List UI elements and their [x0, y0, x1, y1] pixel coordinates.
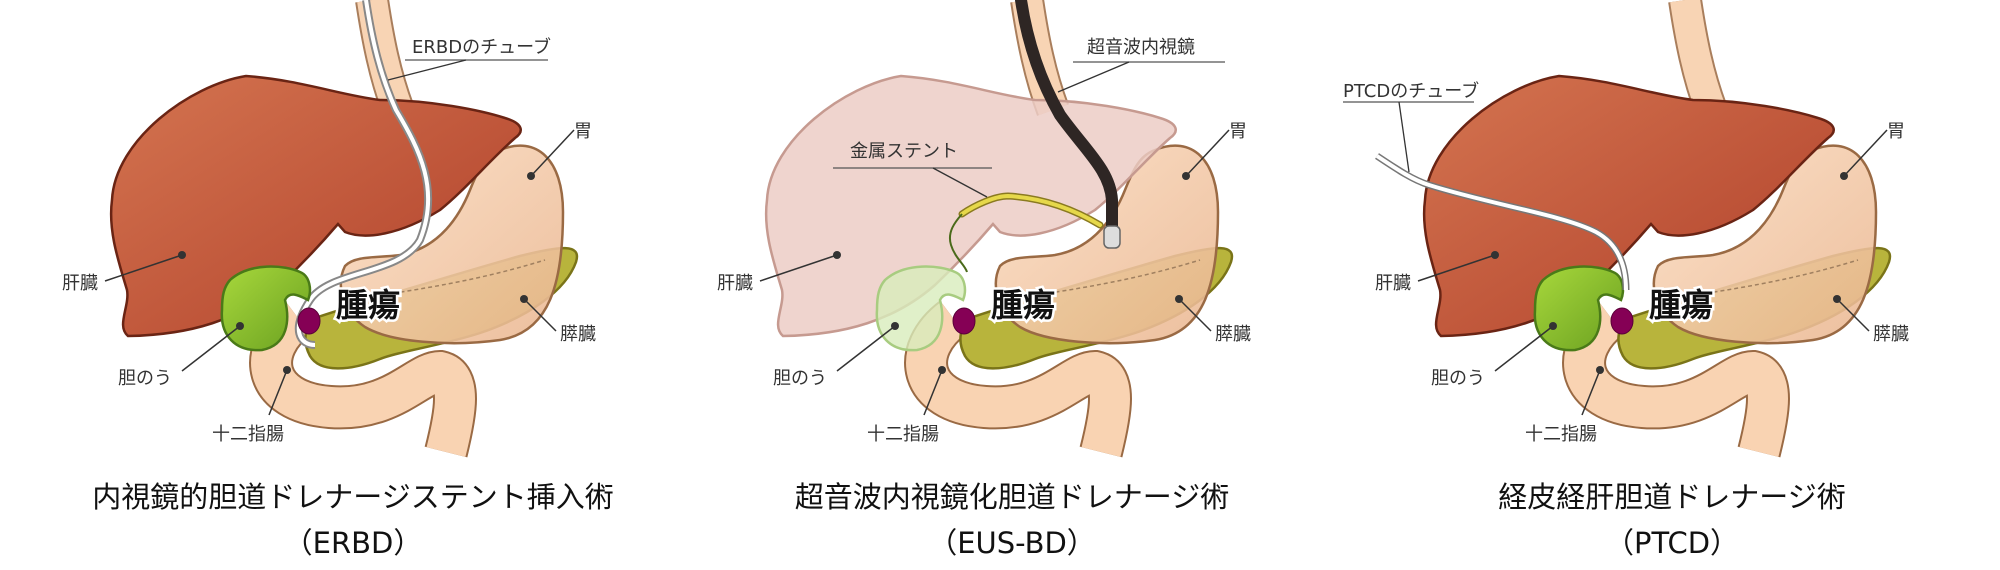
stomach-label: 胃 [1887, 121, 1905, 142]
pancreas-leader-line [523, 298, 557, 332]
endoscope-tip [1103, 225, 1121, 249]
procedure-title: 内視鏡的胆道ドレナージステント挿入術 [92, 480, 613, 514]
procedure-abbreviation: （PTCD） [1605, 526, 1739, 560]
ptcd-tube [1375, 154, 1628, 291]
duodenum-leader-dot [938, 366, 946, 374]
pancreas-label: 膵臓 [1215, 324, 1251, 345]
procedure-abbreviation: （EUS-BD） [928, 526, 1096, 560]
stomach-leader-line [1185, 129, 1230, 177]
gallbladder-leader-line [1494, 325, 1554, 372]
gallbladder-leader-line [181, 325, 241, 372]
stomach-leader-dot [1182, 172, 1190, 180]
procedure-title: 超音波内視鏡化胆道ドレナージ術 [795, 480, 1229, 514]
tumor [297, 307, 321, 335]
procedure-abbreviation: （ERBD） [284, 526, 423, 560]
tumor-label: 腫瘍 [1649, 286, 1713, 324]
liver-label: 肝臓 [717, 273, 753, 294]
liver-leader-dot [833, 251, 841, 259]
gallbladder [220, 265, 312, 352]
gallbladder [1533, 265, 1625, 352]
stomach-leader-dot [1840, 172, 1848, 180]
duodenum-label: 十二指腸 [1525, 424, 1597, 445]
endoscope-leader [1057, 61, 1130, 93]
endoscope-label: 超音波内視鏡 [1087, 37, 1195, 58]
gallbladder-label: 胆のう [773, 368, 827, 389]
stomach-fold-line [999, 259, 1201, 301]
metal-stent-label: 金属ステント [850, 141, 958, 162]
stomach [1652, 144, 1878, 345]
pancreas-leader-line [1836, 298, 1870, 332]
stomach-fold-line [344, 259, 546, 301]
pancreas-label: 膵臓 [1873, 324, 1909, 345]
liver-leader-line [104, 254, 183, 282]
metal-stent [960, 193, 1102, 227]
procedure-title: 経皮経肝胆道ドレナージ術 [1498, 480, 1845, 514]
gallbladder-leader-dot [891, 322, 899, 330]
duodenum-leader-dot [283, 366, 291, 374]
ptcd-tube-label: PTCDのチューブ [1343, 80, 1479, 102]
erbd-tube-label: ERBDのチューブ [412, 36, 551, 58]
tumor-label: 腫瘍 [991, 286, 1055, 324]
gallbladder-leader-dot [1549, 322, 1557, 330]
gallbladder-leader-line [836, 325, 896, 372]
duodenum [251, 301, 475, 457]
guide-wire [949, 213, 968, 273]
metal-stent-leader [932, 167, 988, 198]
liver-label: 肝臓 [1375, 273, 1411, 294]
duodenum [906, 301, 1130, 457]
gallbladder [875, 265, 967, 352]
endoscope [1015, 0, 1118, 238]
liver [109, 74, 522, 338]
stomach-label: 胃 [574, 121, 592, 142]
liver-label: 肝臓 [62, 273, 98, 294]
erbd-tube-leader [387, 59, 467, 81]
pancreas-leader-dot [1833, 295, 1841, 303]
duodenum-leader-line [268, 369, 288, 416]
pancreas-leader-dot [520, 295, 528, 303]
duodenum-leader-line [923, 369, 943, 416]
stomach-label: 胃 [1229, 121, 1247, 142]
duodenum-label: 十二指腸 [867, 424, 939, 445]
duodenum [1564, 301, 1788, 457]
pancreas-label: 膵臓 [560, 324, 596, 345]
esophagus [1670, 0, 1726, 116]
liver-leader-dot [178, 251, 186, 259]
stomach-leader-dot [527, 172, 535, 180]
liver-leader-line [759, 254, 838, 282]
duodenum-leader-line [1581, 369, 1601, 416]
duodenum-leader-dot [1596, 366, 1604, 374]
tumor [1610, 307, 1634, 335]
tumor [952, 307, 976, 335]
pancreas-leader-line [1178, 298, 1212, 332]
liver-leader-line [1417, 254, 1496, 282]
gallbladder-label: 胆のう [1431, 368, 1485, 389]
duodenum-label: 十二指腸 [212, 424, 284, 445]
stomach [339, 144, 565, 345]
gallbladder-label: 胆のう [118, 368, 172, 389]
stomach-leader-line [530, 129, 575, 177]
stomach-fold-line [1657, 259, 1859, 301]
ptcd-tube-leader [1398, 101, 1410, 173]
liver-leader-dot [1491, 251, 1499, 259]
stomach-leader-line [1843, 129, 1888, 177]
gallbladder-leader-dot [236, 322, 244, 330]
liver [1422, 74, 1835, 338]
tumor-label: 腫瘍 [336, 286, 400, 324]
pancreas-leader-dot [1175, 295, 1183, 303]
